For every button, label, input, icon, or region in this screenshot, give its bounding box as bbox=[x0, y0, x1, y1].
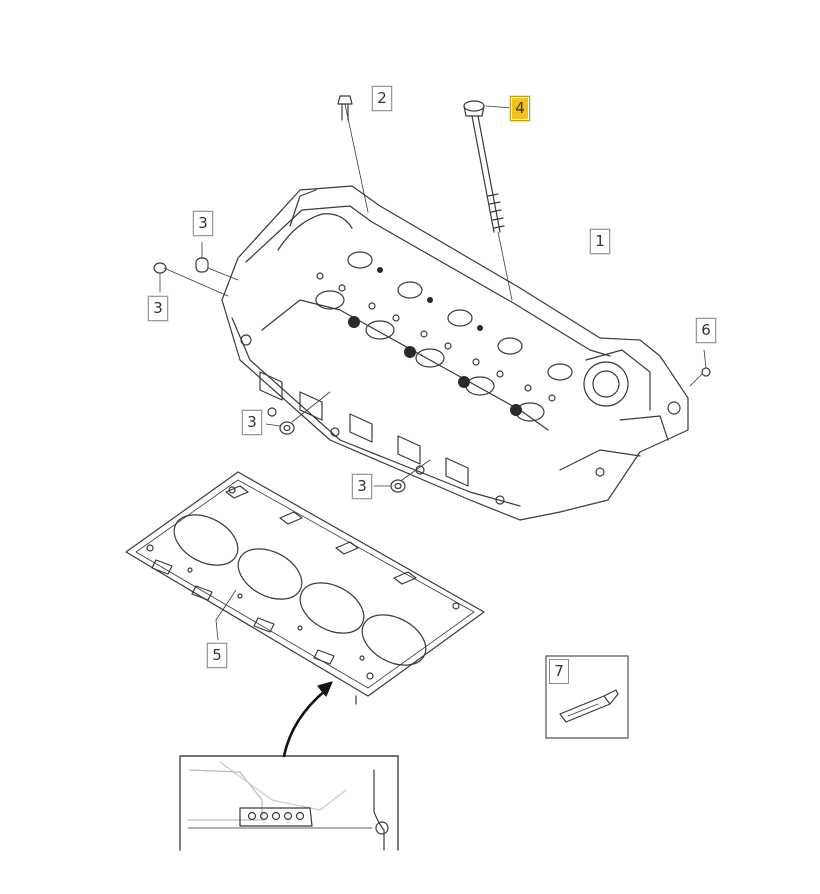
callout-6[interactable]: 6 bbox=[696, 318, 716, 343]
callout-1[interactable]: 1 bbox=[590, 229, 610, 254]
callout-3-bottom[interactable]: 3 bbox=[352, 474, 372, 499]
callout-2[interactable]: 2 bbox=[372, 86, 392, 111]
callout-5[interactable]: 5 bbox=[207, 643, 227, 668]
callout-3-middle[interactable]: 3 bbox=[242, 410, 262, 435]
detail-inset bbox=[179, 755, 399, 851]
bolt-part-4-drawing bbox=[463, 100, 513, 301]
bolt-part-2-drawing bbox=[337, 95, 369, 213]
sealant-part-7-box bbox=[545, 655, 629, 739]
plug-part-6-drawing bbox=[689, 349, 711, 387]
head-gasket-part-5-drawing bbox=[125, 471, 485, 705]
callout-3-top[interactable]: 3 bbox=[193, 211, 213, 236]
detail-arrow bbox=[282, 681, 333, 758]
callout-4-highlighted[interactable]: 4 bbox=[510, 96, 530, 121]
dowel-seals-part-3-drawing bbox=[153, 241, 431, 493]
callout-7[interactable]: 7 bbox=[549, 659, 569, 684]
cylinder-head-drawing bbox=[221, 185, 689, 521]
callout-3-left[interactable]: 3 bbox=[148, 296, 168, 321]
